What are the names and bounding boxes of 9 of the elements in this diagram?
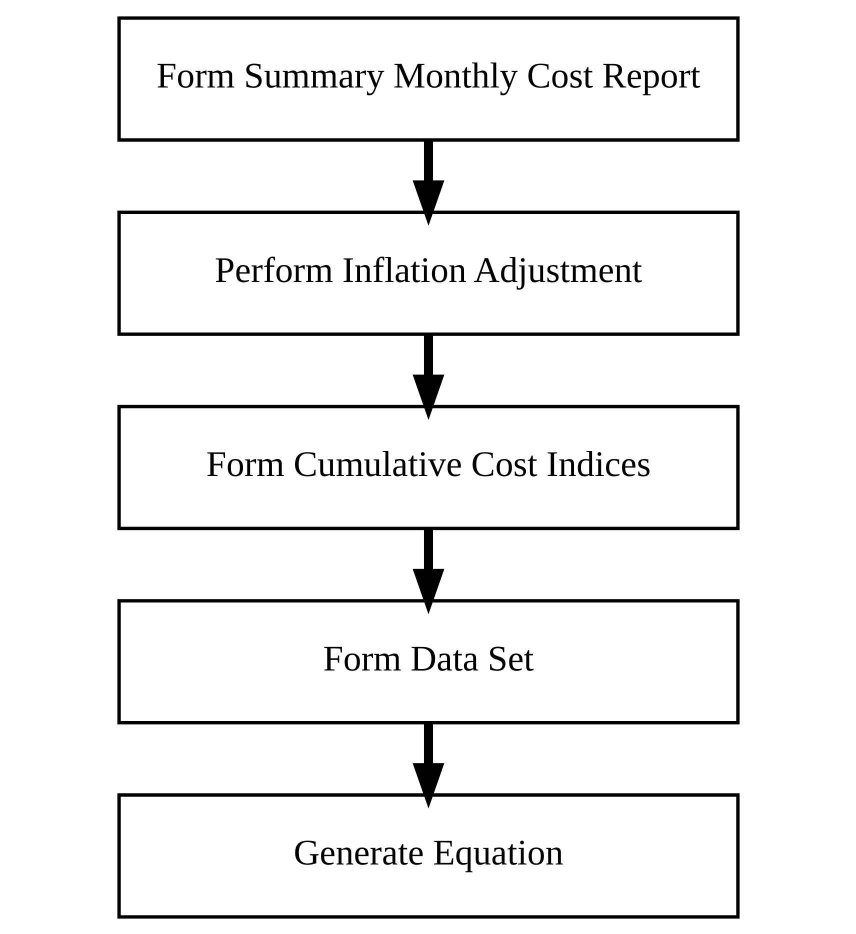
node-box: Form Data Set (116, 598, 740, 724)
node-box: Form Summary Monthly Cost Report (116, 16, 740, 142)
node-box: Form Cumulative Cost Indices (116, 404, 740, 530)
node-box: Perform Inflation Adjustment (116, 210, 740, 336)
arrow (412, 528, 444, 614)
node-box: Generate Equation (116, 792, 740, 918)
arrow (412, 334, 444, 420)
arrow (412, 722, 444, 808)
arrow (412, 140, 444, 226)
